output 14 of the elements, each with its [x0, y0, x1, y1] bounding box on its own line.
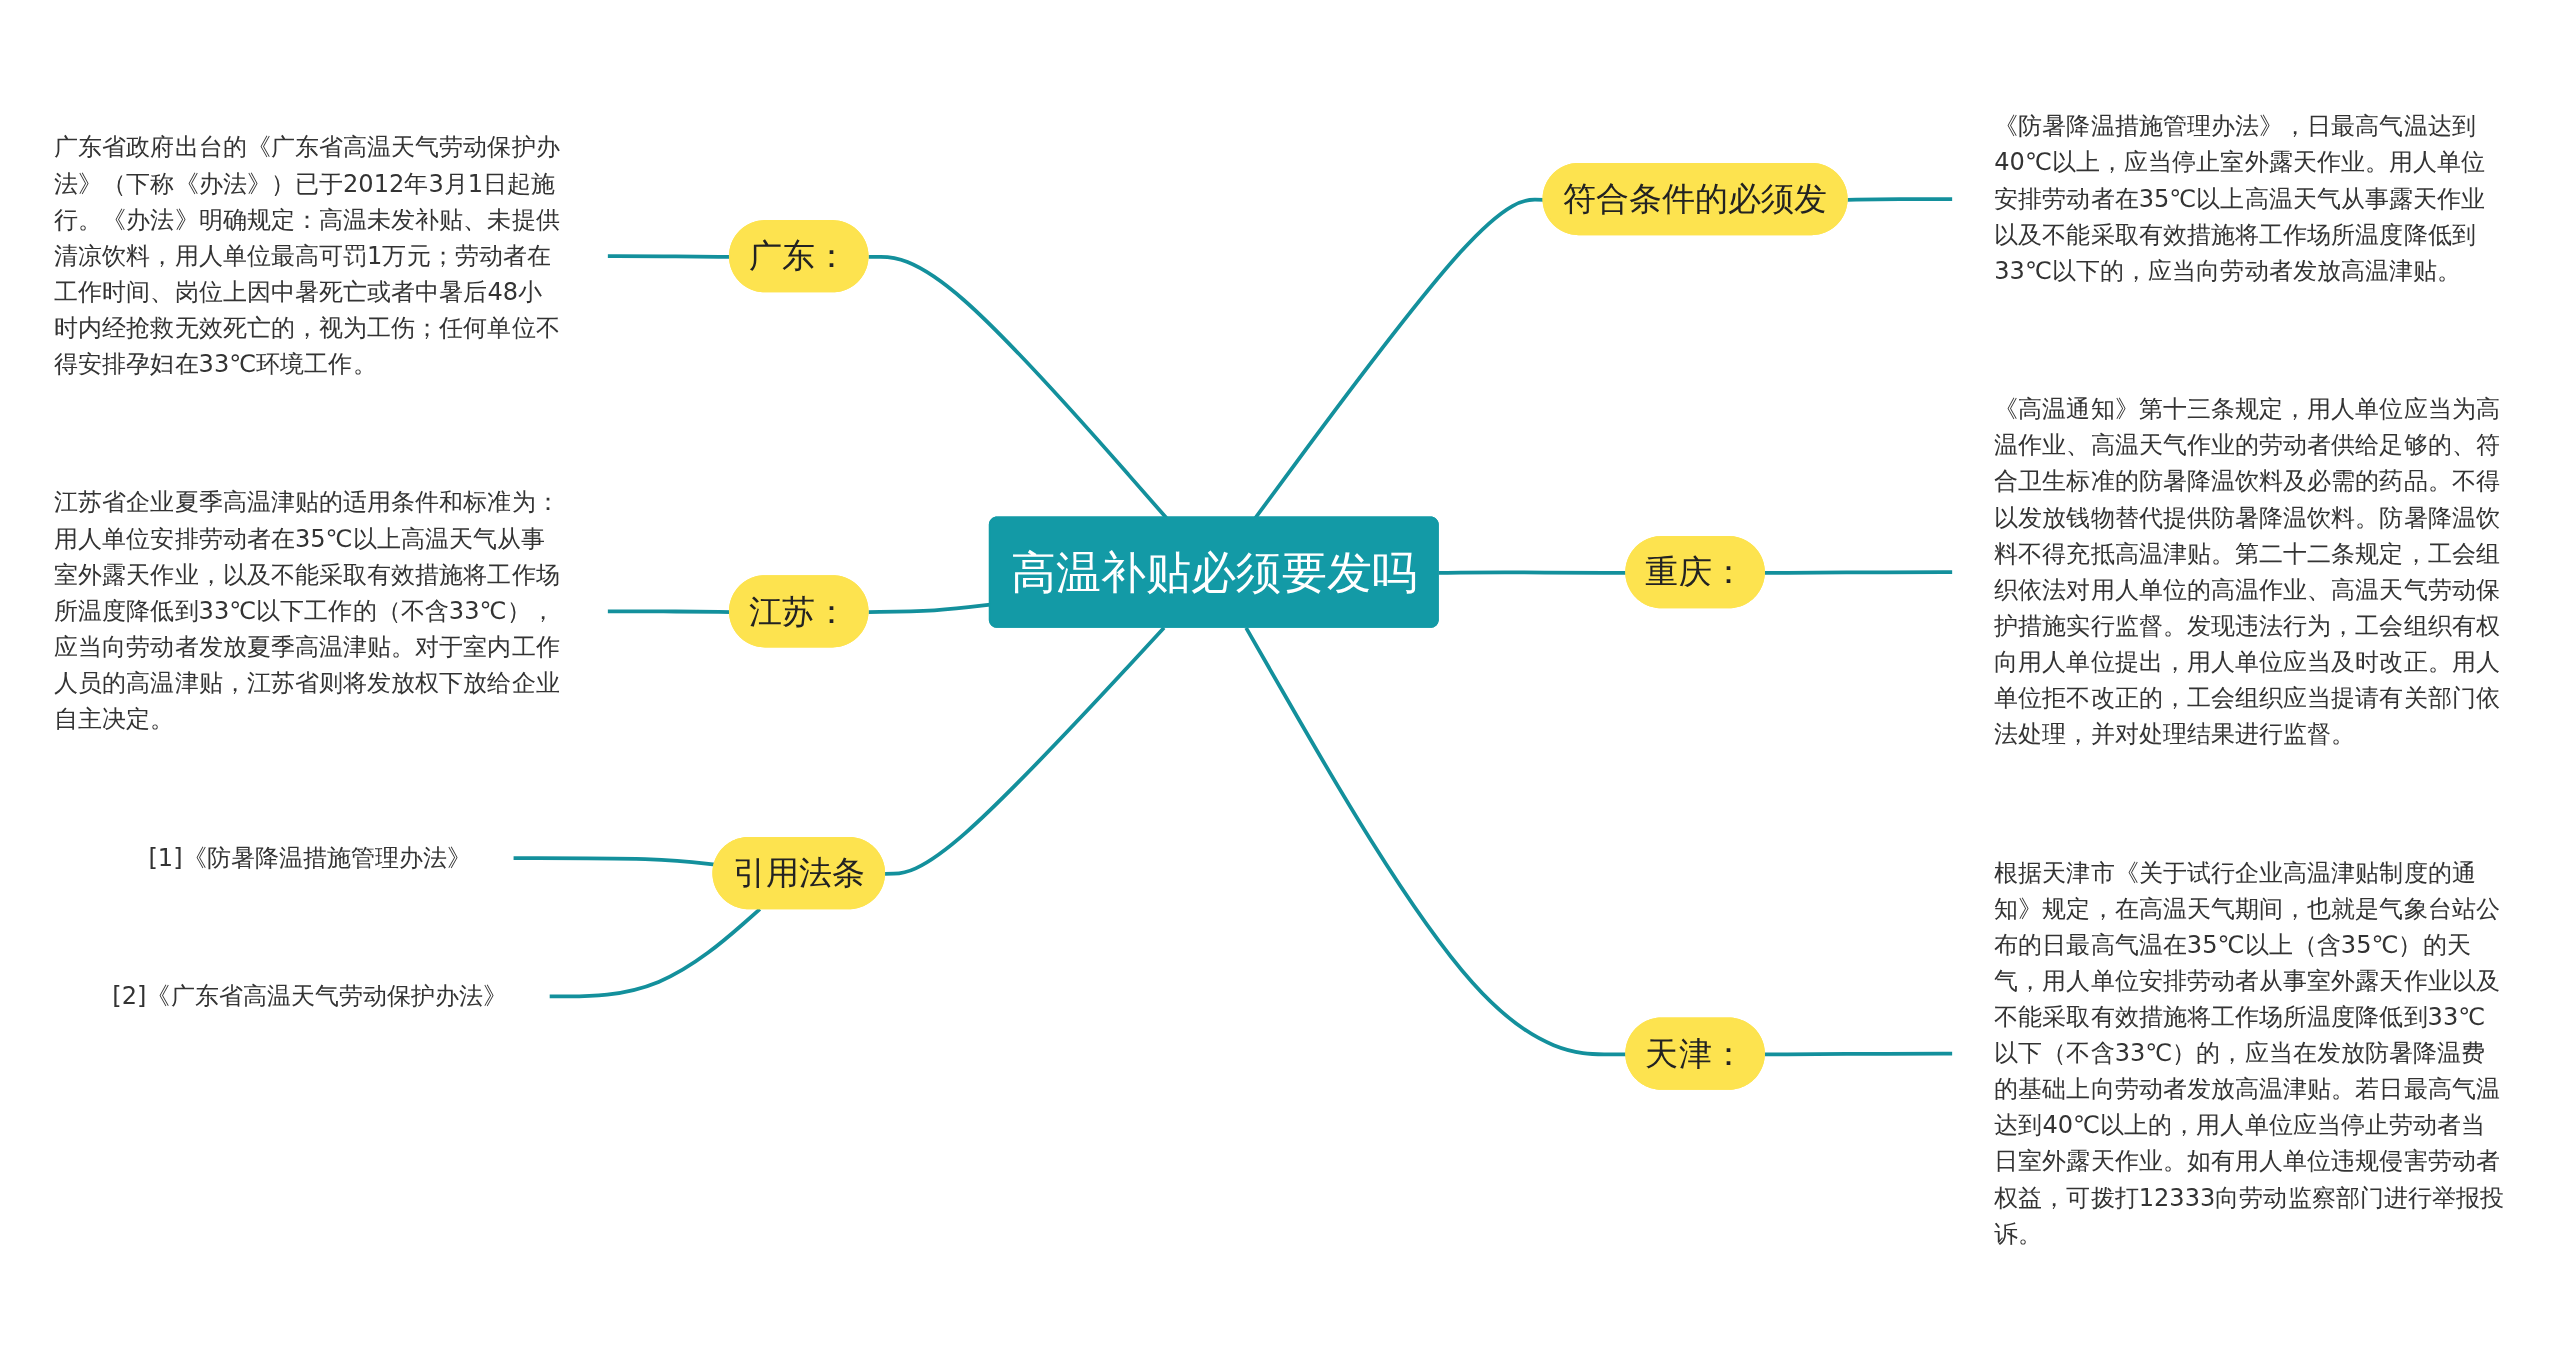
- connector: [1244, 626, 1627, 1057]
- node-text: 江苏省企业夏季高温津贴的适用条件和标准为：用人单位安排劳动者在35℃以上高温天气从事室外露天作业，以及不能采取有效措施将工作场所温度降低到33℃以下工作的（不含33℃），应当向劳动者发放夏季高温津贴。对于室内工作人员的高温津贴，江苏省则将发放权下放给企业自主决定。: [54, 487, 560, 734]
- connector: [549, 907, 762, 999]
- node-text: 《防暑降温措施管理办法》，日最高气温达到40℃以上，应当停止室外露天作业。用人单位安排劳动者在35℃以上高温天气从事露天作业以及不能采取有效措施将工作场所温度降低到33℃以下的，应当向劳动者发放高温津贴。: [1994, 111, 2486, 285]
- connector: [885, 626, 1166, 876]
- node-text: [1]《防暑降温措施管理办法》: [148, 843, 472, 872]
- node-text: 根据天津市《关于试行企业高温津贴制度的通知》规定，在高温天气期间，也就是气象台站公布的日最高气温在35℃以上（含35℃）的天气，用人单位安排劳动者从事室外露天作业以及不能采取有效措施将工作场所温度降低到33℃以下（不含33℃）的，应当在发放防暑降温费的基础上向劳动者发放高温津贴。若日最高气温达到40℃以上的，用人单位应当停止劳动者当日室外露天作业。如有用人单位违规侵害劳动者权益，可拨打12333向劳动监察部门进行举报投诉。: [1994, 858, 2505, 1248]
- connector: [1847, 197, 1953, 202]
- node-text: 《高温通知》第十三条规定，用人单位应当为高温作业、高温天气作业的劳动者供给足够的、符合卫生标准的防暑降温饮料及必需的药品。不得以发放钱物替代提供防暑降温饮料。防暑降温饮料不得充抵高温津贴。第二十二条规定，工会组织依法对用人单位的高温作业、高温天气劳动保护措施实行监督。发现违法行为，工会组织有权向用人单位提出，用人单位应当及时改正。用人单位拒不改正的，工会组织应当提请有关部门依法处理，并对处理结果进行监督。: [1994, 394, 2500, 749]
- node-text: [2]《广东省高温天气劳动保护办法》: [112, 981, 508, 1011]
- node-text: 广东省政府出台的《广东省高温天气劳动保护办法》（下称《办法》）已于2012年3月1日起施行。《办法》明确规定：高温未发补贴、未提供清凉饮料，用人单位最高可罚1万元；劳动者在工作时间、岗位上因中暑死亡或者中暑后48小时内经抢救无效死亡的，视为工伤；任何单位不得安排孕妇在33℃环境工作。: [54, 132, 560, 379]
- connector: [1764, 570, 1953, 575]
- connector: [1764, 1051, 1953, 1057]
- connector: [1438, 570, 1627, 575]
